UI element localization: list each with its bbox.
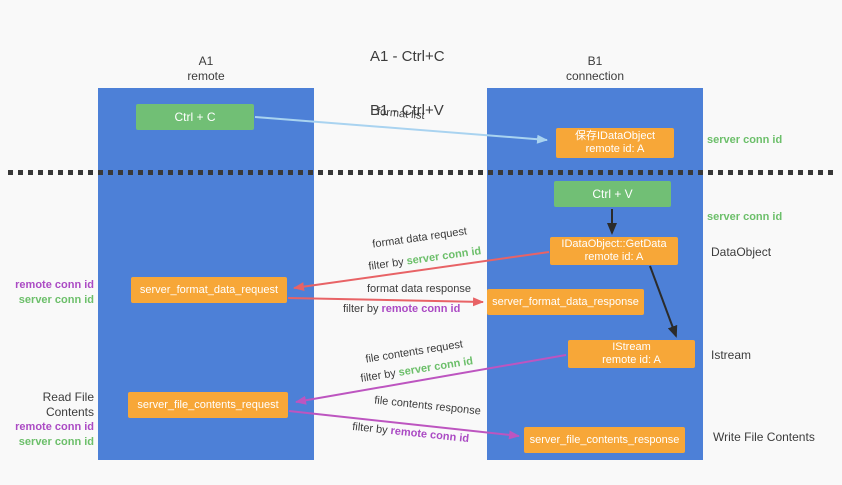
node-istream-line2: remote id: A xyxy=(602,354,661,366)
lane-b1-title: B1 xyxy=(587,54,603,68)
lane-a1-subtitle: remote xyxy=(187,69,225,83)
dotted-divider-line xyxy=(8,170,834,175)
node-save-idataobject: 保存IDataObject remote id: A xyxy=(556,128,674,158)
label-read-file-contents: Read File Contents xyxy=(42,390,94,419)
label-format-data-response: format data response xyxy=(367,283,471,295)
label-server-conn-id-mid: server conn id xyxy=(707,211,783,223)
label-remote-conn-id-1: remote conn id xyxy=(15,279,94,291)
filter-by-prefix: filter by xyxy=(343,303,379,315)
lane-header-b1: B1 connection xyxy=(487,54,703,84)
server-conn-id-term: server conn id xyxy=(405,245,482,268)
node-server-format-data-request: server_format_data_request xyxy=(131,277,287,303)
label-server-conn-id-1: server conn id xyxy=(18,294,94,306)
node-save-idataobject-line1: 保存IDataObject xyxy=(574,130,656,142)
lane-a1-title: A1 xyxy=(198,54,214,68)
node-server-format-data-response: server_format_data_response xyxy=(487,289,644,315)
node-server-file-contents-response-label: server_file_contents_response xyxy=(529,433,680,446)
label-server-conn-id-2: server conn id xyxy=(18,436,94,448)
remote-conn-id-term: remote conn id xyxy=(389,424,470,446)
node-ctrl-v-label: Ctrl + V xyxy=(592,187,633,201)
filter-by-prefix: filter by xyxy=(351,420,389,437)
left-conn-id-stack-format: remote conn id server conn id xyxy=(4,278,94,308)
diagram-title: A1 - Ctrl+C B1 - Ctrl+V xyxy=(370,12,445,156)
node-istream: IStream remote id: A xyxy=(568,340,695,368)
node-istream-line1: IStream xyxy=(612,341,651,353)
node-ctrl-c: Ctrl + C xyxy=(136,104,254,130)
node-server-file-contents-request-label: server_file_contents_request xyxy=(137,398,279,411)
node-server-format-data-request-label: server_format_data_request xyxy=(139,283,279,296)
remote-conn-id-term: remote conn id xyxy=(381,303,461,315)
node-ctrl-v: Ctrl + V xyxy=(554,181,671,207)
left-conn-id-stack-file: Read File Contents remote conn id server… xyxy=(0,390,94,450)
label-format-data-request: format data request xyxy=(371,225,468,251)
lane-header-a1: A1 remote xyxy=(98,54,314,84)
title-line-ctrl-c: A1 - Ctrl+C xyxy=(370,48,445,65)
node-ctrl-c-label: Ctrl + C xyxy=(174,110,216,124)
title-line-ctrl-v: B1 - Ctrl+V xyxy=(370,102,444,119)
node-save-idataobject-line2: remote id: A xyxy=(585,143,645,155)
label-write-file-contents: Write File Contents xyxy=(713,430,815,444)
filter-by-prefix: filter by xyxy=(367,256,405,273)
label-dataobject: DataObject xyxy=(711,245,772,259)
node-server-format-data-response-label: server_format_data_response xyxy=(492,295,639,308)
label-server-conn-id-top: server conn id xyxy=(707,134,783,146)
node-server-file-contents-response: server_file_contents_response xyxy=(524,427,685,453)
label-file-contents-response: file contents response xyxy=(373,394,482,418)
arrow-format-data-response xyxy=(287,297,484,307)
label-filter-by-server-conn-id-1: filter byserver conn id xyxy=(368,245,482,273)
node-idataobject-getdata-line1: IDataObject::GetData xyxy=(561,238,667,250)
lane-b1-subtitle: connection xyxy=(565,69,625,83)
label-remote-conn-id-2: remote conn id xyxy=(15,421,94,433)
label-istream: Istream xyxy=(711,348,752,362)
node-server-file-contents-request: server_file_contents_request xyxy=(128,392,288,418)
node-idataobject-getdata: IDataObject::GetData remote id: A xyxy=(550,237,678,265)
filter-by-prefix: filter by xyxy=(359,367,397,385)
node-idataobject-getdata-line2: remote id: A xyxy=(584,251,644,263)
